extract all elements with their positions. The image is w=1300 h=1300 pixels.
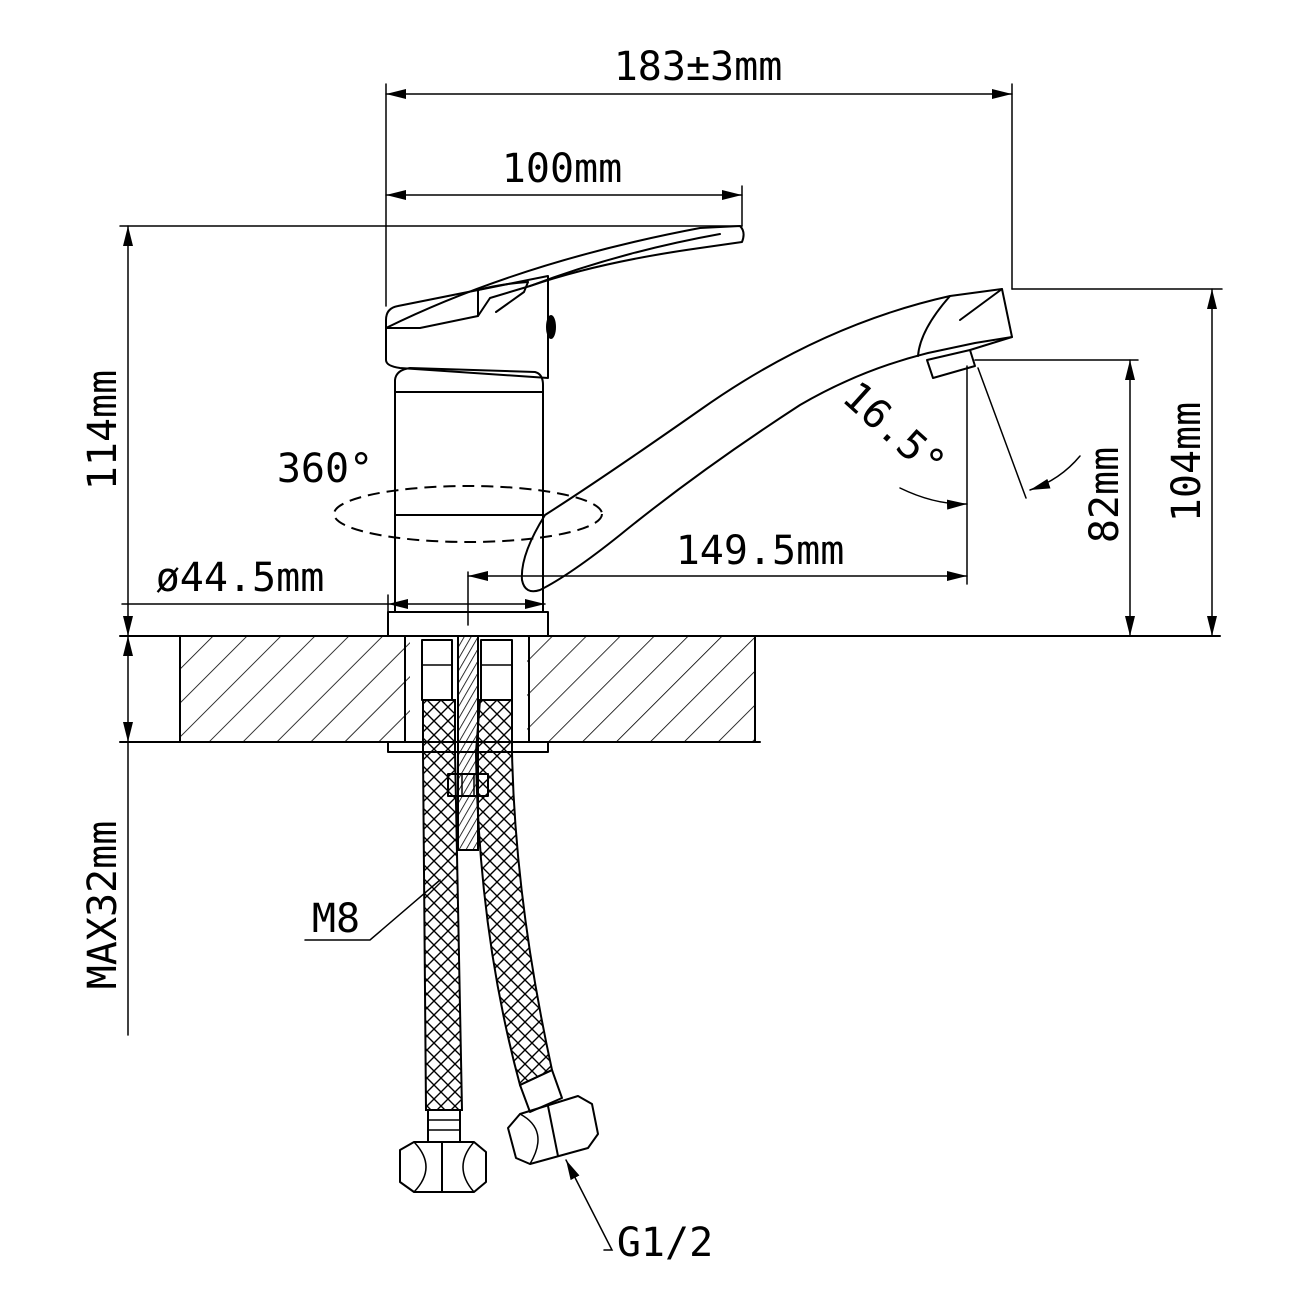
hex-nut-right	[507, 1095, 599, 1165]
m8-leader	[304, 879, 441, 941]
label-rotation: 360°	[277, 446, 373, 492]
cartridge-cap	[385, 275, 549, 379]
label-width-total: 183±3mm	[614, 44, 783, 90]
countertop-hatch-right	[527, 636, 755, 742]
label-spout-height: 104mm	[1164, 402, 1210, 522]
dimension-lines	[119, 83, 1223, 1251]
handle-pivot	[546, 315, 556, 339]
aerator	[926, 349, 976, 379]
lever-handle	[385, 225, 745, 329]
label-handle-length: 100mm	[502, 146, 622, 192]
label-outlet-height: 82mm	[1082, 447, 1128, 543]
threaded-stud	[457, 635, 479, 851]
countertop	[119, 635, 1221, 743]
hose-right	[474, 699, 554, 1087]
label-stud-thread: M8	[312, 896, 360, 942]
rotation-ellipse	[333, 485, 603, 543]
label-hose-thread: G1/2	[617, 1220, 713, 1266]
countertop-hatch-left	[180, 636, 410, 742]
stud-nut	[447, 773, 489, 797]
hex-nut-left	[399, 1141, 487, 1193]
label-max-thickness: MAX32mm	[80, 821, 126, 990]
label-base-diameter: ø44.5mm	[156, 555, 325, 601]
hose-left	[422, 699, 464, 1111]
label-spout-angle: 16.5°	[834, 373, 954, 488]
spout	[520, 288, 1013, 593]
faucet-column	[394, 367, 544, 613]
g12-leader	[565, 1159, 614, 1251]
label-height-total: 114mm	[80, 370, 126, 490]
mounting-assembly	[387, 635, 599, 1193]
label-spout-reach: 149.5mm	[676, 528, 845, 574]
